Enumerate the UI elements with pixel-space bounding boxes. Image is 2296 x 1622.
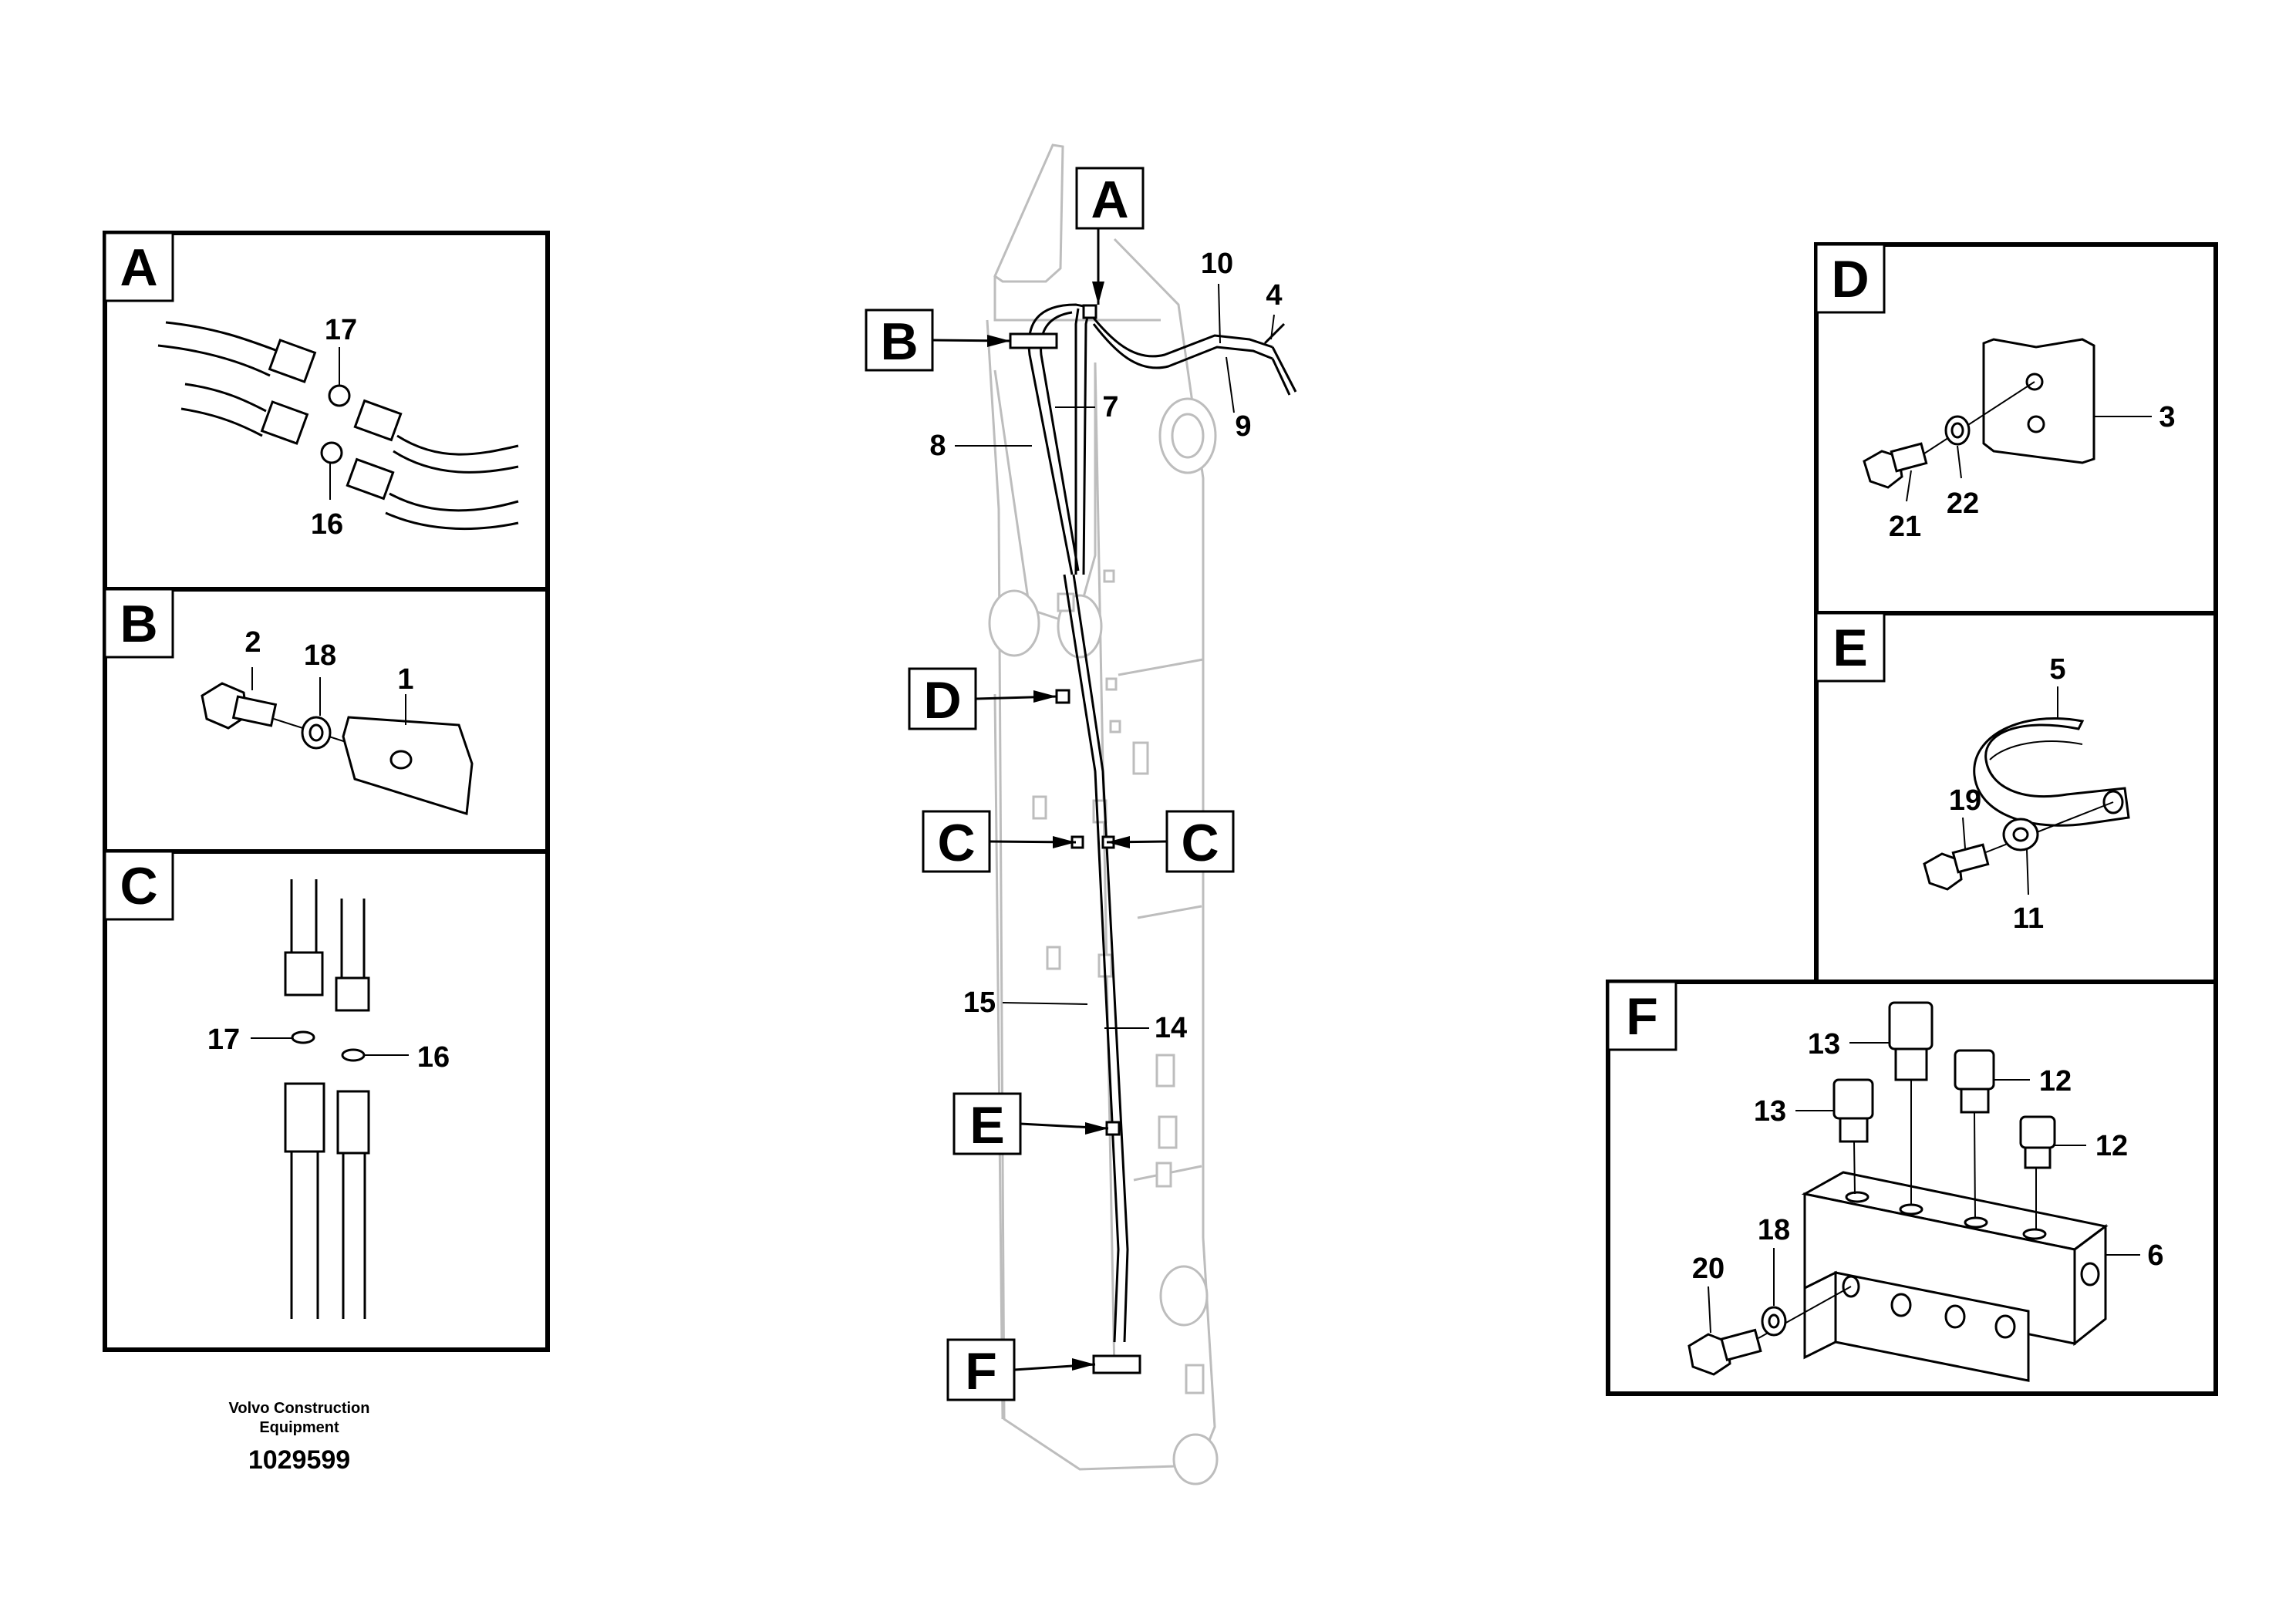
label-3: 3 xyxy=(2159,401,2175,433)
callout-f: F xyxy=(965,1342,997,1401)
boom-label-10: 10 xyxy=(1201,248,1233,280)
label-12-top: 12 xyxy=(2039,1065,2072,1098)
label-12-bottom: 12 xyxy=(2095,1130,2128,1162)
panel-c-letter: C xyxy=(120,857,157,916)
label-5: 5 xyxy=(2049,653,2065,686)
label-21: 21 xyxy=(1889,511,1921,543)
label-6: 6 xyxy=(2147,1239,2163,1272)
panel-c: C 17 16 xyxy=(103,849,550,1352)
panel-b: B 2 18 1 xyxy=(103,587,550,854)
label-16: 16 xyxy=(417,1041,450,1074)
panel-d-letter: D xyxy=(1831,250,1869,309)
panel-a: A 17 16 xyxy=(103,231,550,592)
label-17: 17 xyxy=(207,1023,240,1056)
footer: Volvo Construction Equipment 1029599 xyxy=(229,1400,370,1475)
boom-label-8: 8 xyxy=(929,430,946,462)
label-19: 19 xyxy=(1949,784,1981,817)
clamp-illustration xyxy=(1923,717,2130,891)
manifold-block-illustration xyxy=(1687,1001,2109,1382)
company-name-line2: Equipment xyxy=(259,1419,339,1436)
boom-label-9: 9 xyxy=(1235,410,1251,443)
label-11: 11 xyxy=(2013,902,2044,935)
callout-e: E xyxy=(969,1096,1004,1155)
label-1: 1 xyxy=(397,663,413,696)
panel-d: D 3 21 22 xyxy=(1814,242,2218,615)
label-22: 22 xyxy=(1947,487,1979,520)
boom-illustration xyxy=(986,143,1297,1485)
label-18: 18 xyxy=(1758,1214,1790,1246)
label-13-bottom: 13 xyxy=(1754,1095,1786,1128)
callout-d: D xyxy=(923,671,961,730)
panel-a-letter: A xyxy=(120,238,157,297)
boom-label-14: 14 xyxy=(1155,1012,1187,1044)
label-2: 2 xyxy=(244,626,261,659)
label-17: 17 xyxy=(325,314,357,346)
panel-b-letter: B xyxy=(120,595,157,653)
panel-f: F xyxy=(1606,980,2218,1396)
label-18: 18 xyxy=(304,639,336,672)
panel-e-letter: E xyxy=(1832,619,1867,677)
bracket-bolt-illustration xyxy=(1863,338,2095,489)
label-20: 20 xyxy=(1692,1253,1725,1285)
callout-b: B xyxy=(880,312,918,371)
boom-label-4: 4 xyxy=(1266,279,1282,312)
boom-label-15: 15 xyxy=(963,986,996,1019)
boom-labels: 10 4 9 7 8 15 14 xyxy=(929,248,1282,1044)
document-number: 1029599 xyxy=(248,1445,350,1475)
straight-hose-connections xyxy=(284,879,370,1319)
callout-a: A xyxy=(1091,170,1128,229)
panel-f-letter: F xyxy=(1626,987,1658,1046)
label-13-top: 13 xyxy=(1808,1028,1840,1061)
boom-label-7: 7 xyxy=(1102,391,1118,423)
label-16: 16 xyxy=(311,508,343,541)
callout-c-left: C xyxy=(937,814,975,872)
bolt-washer-plate-illustration xyxy=(201,682,474,815)
boom-callouts: A B D C C E F xyxy=(865,167,1235,1401)
hose-fitting-illustration xyxy=(157,321,519,531)
panel-e: E 5 19 11 xyxy=(1814,611,2218,984)
company-name-line1: Volvo Construction xyxy=(229,1400,370,1417)
callout-c-right: C xyxy=(1181,814,1219,872)
